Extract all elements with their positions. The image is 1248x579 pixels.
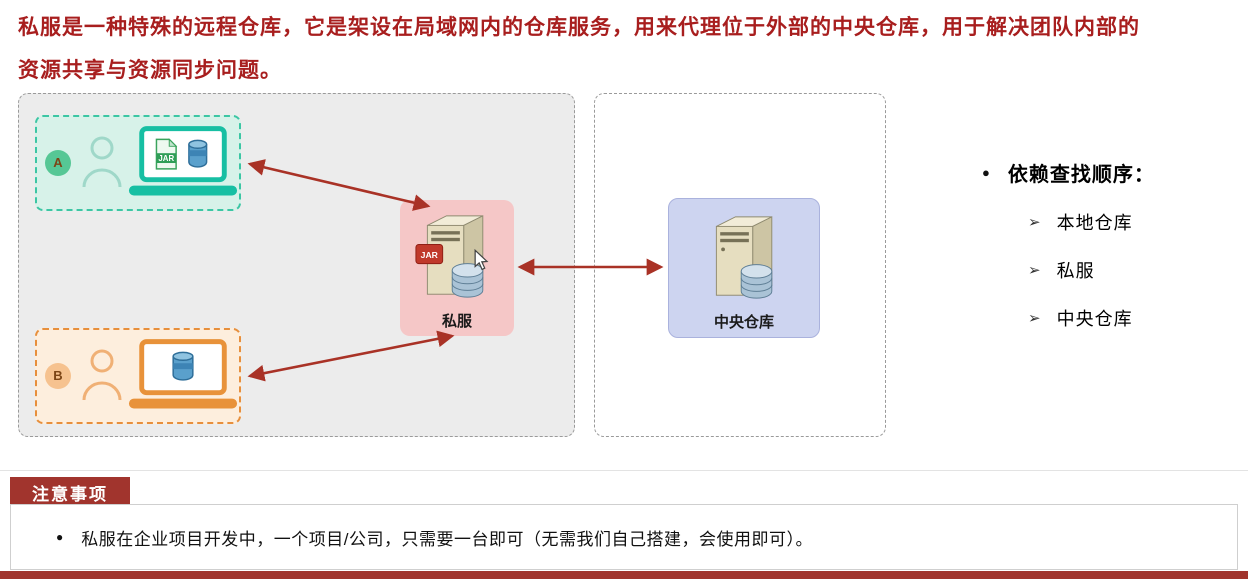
- user-a-badge: A: [45, 150, 71, 176]
- svg-text:JAR: JAR: [158, 154, 174, 163]
- cursor-icon: [474, 248, 489, 271]
- bottom-accent-bar: [0, 571, 1248, 579]
- server-icon: [715, 216, 773, 299]
- arrowhead-bullet-icon: ➢: [1028, 262, 1041, 279]
- svg-text:JAR: JAR: [421, 250, 439, 260]
- central-repo-label: 中央仓库: [713, 314, 774, 331]
- private-server-label: 私服: [441, 313, 472, 330]
- notes-header-badge: 注意事项: [10, 477, 130, 508]
- private-server-box: JAR 私服: [400, 200, 514, 336]
- section-divider: [0, 470, 1248, 471]
- user-a-box: A JAR: [35, 115, 241, 211]
- database-icon: [740, 264, 773, 299]
- jar-file-icon: JAR: [155, 138, 178, 170]
- server-icon: JAR: [415, 215, 489, 298]
- bullet-icon: ●: [982, 165, 990, 180]
- lookup-item-central: ➢ 中央仓库: [1028, 309, 1133, 329]
- database-icon: [451, 263, 484, 298]
- arrowhead-bullet-icon: ➢: [1028, 214, 1041, 231]
- laptop-icon: JAR: [128, 126, 238, 196]
- note-text: 私服在企业项目开发中，一个项目/公司，只需要一台即可（无需我们自己搭建，会使用即…: [81, 529, 813, 549]
- jar-icon: [172, 351, 194, 381]
- lookup-item-private: ➢ 私服: [1028, 261, 1095, 281]
- central-repo-box: 中央仓库: [668, 198, 820, 338]
- user-b-badge: B: [45, 363, 71, 389]
- jar-badge: JAR: [415, 244, 444, 265]
- lookup-item-local: ➢ 本地仓库: [1028, 213, 1133, 233]
- lookup-order-list: ● 依赖查找顺序： ➢ 本地仓库 ➢ 私服 ➢ 中央仓库: [982, 158, 1232, 331]
- arrowhead-bullet-icon: ➢: [1028, 310, 1041, 327]
- person-icon: [82, 349, 122, 401]
- person-icon: [82, 136, 122, 188]
- intro-line-1: 私服是一种特殊的远程仓库，它是架设在局域网内的仓库服务，用来代理位于外部的中央仓…: [18, 16, 1140, 39]
- user-b-box: B: [35, 328, 241, 424]
- intro-line-2: 资源共享与资源同步问题。: [18, 59, 282, 82]
- jar-icon: [188, 139, 208, 168]
- notes-box: ● 私服在企业项目开发中，一个项目/公司，只需要一台即可（无需我们自己搭建，会使…: [10, 504, 1238, 570]
- laptop-icon: [128, 339, 238, 409]
- lookup-title: 依赖查找顺序：: [1007, 164, 1155, 186]
- bullet-icon: ●: [56, 530, 64, 544]
- intro-text: 私服是一种特殊的远程仓库，它是架设在局域网内的仓库服务，用来代理位于外部的中央仓…: [18, 6, 1233, 92]
